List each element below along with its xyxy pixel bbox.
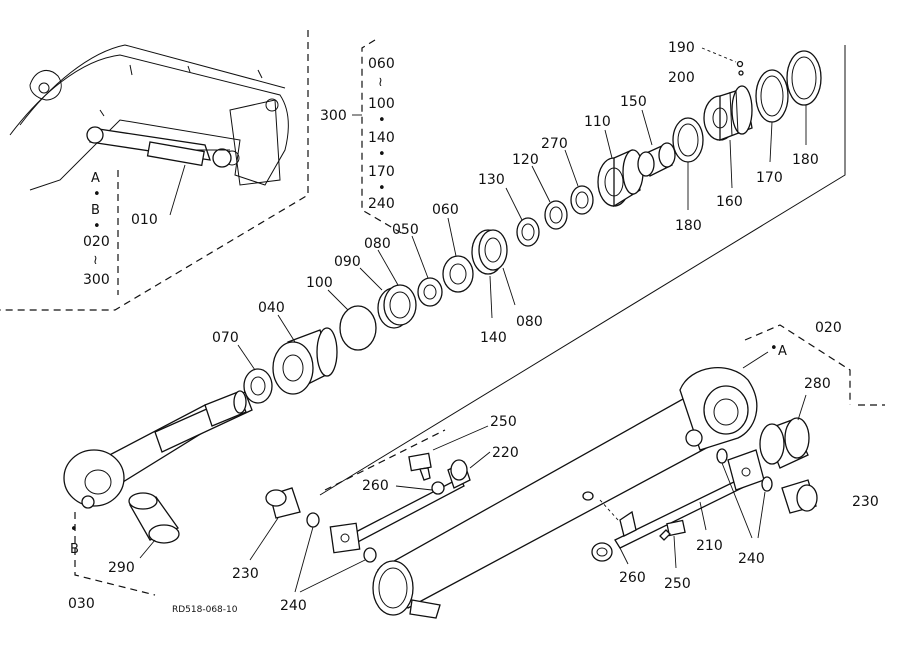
label-010: 010: [131, 212, 158, 228]
part-130-ring: [516, 217, 540, 247]
cylinder-tube-assembly: 280 • A 020: [372, 320, 851, 619]
part-240-o-ring-c: [716, 448, 728, 464]
label-180-b: 180: [792, 152, 819, 168]
range-300-dot-2: •: [378, 147, 386, 162]
label-290: 290: [108, 560, 135, 576]
label-130: 130: [478, 172, 505, 188]
label-030: 030: [68, 596, 95, 612]
label-260-a: 260: [362, 478, 389, 494]
range-300-240: 240: [368, 196, 395, 212]
label-300: 300: [320, 108, 347, 124]
part-240-o-ring-d: [761, 476, 773, 492]
label-080-b: 080: [516, 314, 543, 330]
part-240-o-ring-a: [306, 512, 320, 528]
range-300-dot-3: •: [378, 181, 386, 196]
part-250-bolt-b: [659, 519, 686, 541]
marker-020-dot: •: [770, 341, 778, 356]
part-100-o-ring: [339, 305, 377, 351]
part-070-ring: [243, 368, 273, 404]
range-010-a: A: [91, 171, 100, 186]
range-300-100: 100: [368, 96, 395, 112]
range-010-tilde: ≀: [93, 253, 98, 268]
part-080-ring-a: [383, 284, 417, 326]
figure-code: RD518-068-10: [172, 605, 238, 615]
label-180-a: 180: [675, 218, 702, 234]
part-110-piston: [597, 149, 644, 208]
label-050: 050: [392, 222, 419, 238]
part-290-bushing: [128, 492, 180, 544]
label-090: 090: [334, 254, 361, 270]
label-240-a: 240: [280, 598, 307, 614]
range-010-300: 300: [83, 272, 110, 288]
kit-300-bracket: 300 060 ≀ 100 • 140 • 170 • 240: [320, 39, 406, 236]
label-120: 120: [512, 152, 539, 168]
range-300-140: 140: [368, 130, 395, 146]
part-140-seal: [471, 229, 508, 275]
part-200-ball: [738, 70, 744, 76]
part-180-ring-b: [786, 50, 822, 106]
right-pipe-assembly: 250 260 210 240 230: [582, 448, 879, 592]
label-210: 210: [696, 538, 723, 554]
range-010-020: 020: [83, 234, 110, 250]
label-220: 220: [492, 445, 519, 461]
part-160-head: [703, 85, 753, 141]
label-070: 070: [212, 330, 239, 346]
part-150-bushing: [637, 142, 676, 177]
part-240-o-ring-b: [363, 547, 377, 563]
label-200: 200: [668, 70, 695, 86]
range-300-060: 060: [368, 56, 395, 72]
label-190: 190: [668, 40, 695, 56]
range-010-dot-1: •: [93, 187, 101, 202]
part-190-plug: [736, 60, 744, 68]
range-300-170: 170: [368, 164, 395, 180]
part-250-bolt-a: [408, 452, 432, 481]
label-230-a: 230: [232, 566, 259, 582]
label-040: 040: [258, 300, 285, 316]
label-250-b: 250: [664, 576, 691, 592]
part-120-ring: [544, 200, 568, 230]
label-170: 170: [756, 170, 783, 186]
range-300-tilde: ≀: [378, 75, 383, 90]
part-060-ring: [442, 255, 474, 293]
part-280-bushing: [759, 417, 810, 469]
marker-b: B: [70, 542, 79, 557]
part-230-fitting-b: [781, 479, 818, 514]
range-300-dot-1: •: [378, 113, 386, 128]
label-110: 110: [584, 114, 611, 130]
range-010-b: B: [91, 203, 100, 218]
label-160: 160: [716, 194, 743, 210]
packing-parts: 070 040 100 090 080 050: [212, 40, 846, 496]
part-270-ring: [570, 185, 594, 215]
label-100: 100: [306, 275, 333, 291]
range-010-dot-2: •: [93, 219, 101, 234]
label-240-b: 240: [738, 551, 765, 567]
left-pipe-assembly: 250 220 260 230 240: [232, 414, 519, 614]
label-060: 060: [432, 202, 459, 218]
piston-rod-assembly: 290 • B 030: [63, 390, 253, 612]
label-140: 140: [480, 330, 507, 346]
label-150: 150: [620, 94, 647, 110]
label-020: 020: [815, 320, 842, 336]
marker-a: A: [778, 344, 787, 359]
boom-view-region: 010 A • B • 020 ≀ 300: [0, 30, 309, 311]
label-250-a: 250: [490, 414, 517, 430]
boom-frame-illustration: [9, 44, 289, 191]
label-270: 270: [541, 136, 568, 152]
marker-030-dot: •: [70, 522, 78, 537]
part-050-bushing: [417, 277, 443, 307]
label-260-b: 260: [619, 570, 646, 586]
label-080-a: 080: [364, 236, 391, 252]
label-280: 280: [804, 376, 831, 392]
part-040-gland: [272, 327, 338, 395]
label-230-b: 230: [852, 494, 879, 510]
part-230-fitting-a: [265, 487, 301, 519]
